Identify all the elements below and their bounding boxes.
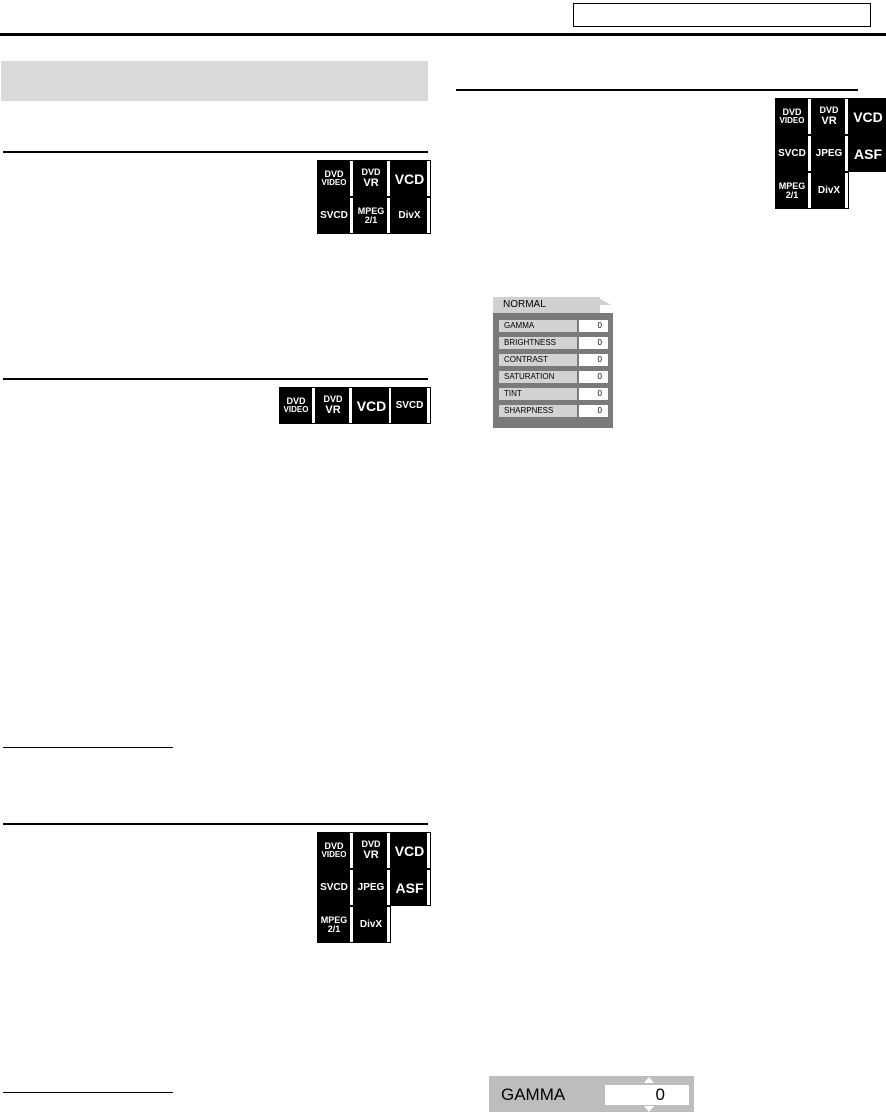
note-rule-1 <box>3 747 173 748</box>
menu-row-label: SHARPNESS <box>499 405 577 417</box>
note-rule-2 <box>3 1092 173 1093</box>
svcd-badge: SVCD <box>317 869 354 906</box>
menu-row-label: BRIGHTNESS <box>499 337 577 349</box>
menu-row-gamma[interactable]: GAMMA 0 <box>499 320 608 332</box>
svcd-badge: SVCD <box>391 387 431 424</box>
gamma-adjust-bar[interactable]: GAMMA 0 <box>489 1076 694 1112</box>
jpeg-badge: JPEG <box>812 135 849 172</box>
menu-row-value: 0 <box>579 371 608 383</box>
section-banner <box>1 61 428 101</box>
menu-row-value: 0 <box>579 405 608 417</box>
divx-badge: DivX <box>354 906 391 943</box>
menu-row-tint[interactable]: TINT 0 <box>499 388 608 400</box>
divx-badge: DivX <box>391 197 431 234</box>
arrow-up-icon[interactable] <box>644 1077 654 1083</box>
header-box <box>573 3 871 27</box>
vcd-badge: VCD <box>391 160 431 197</box>
asf-badge: ASF <box>849 135 886 172</box>
asf-badge: ASF <box>391 869 431 906</box>
vcd-badge: VCD <box>353 387 393 424</box>
menu-row-label: TINT <box>499 388 577 400</box>
gamma-label: GAMMA <box>501 1085 566 1104</box>
divx-badge: DivX <box>812 172 849 209</box>
menu-tab-normal[interactable]: NORMAL <box>493 297 600 313</box>
vcd-badge: VCD <box>391 832 431 869</box>
section-rule-3 <box>3 823 428 825</box>
section-rule-2 <box>3 378 428 380</box>
menu-row-label: GAMMA <box>499 320 577 332</box>
svcd-badge: SVCD <box>317 197 354 234</box>
arrow-down-icon[interactable] <box>644 1106 654 1112</box>
menu-row-value: 0 <box>579 320 608 332</box>
menu-row-contrast[interactable]: CONTRAST 0 <box>499 354 608 366</box>
menu-body: GAMMA 0 BRIGHTNESS 0 CONTRAST 0 SATURATI… <box>493 313 613 428</box>
menu-row-label: SATURATION <box>499 371 577 383</box>
svcd-badge: SVCD <box>775 135 812 172</box>
gamma-value: 0 <box>605 1085 689 1105</box>
menu-row-value: 0 <box>579 354 608 366</box>
header-rule <box>0 33 886 36</box>
section-rule-right <box>456 89 858 91</box>
menu-tab-fold <box>597 297 611 305</box>
section-rule-1 <box>3 151 428 153</box>
menu-row-value: 0 <box>579 388 608 400</box>
menu-row-saturation[interactable]: SATURATION 0 <box>499 371 608 383</box>
vcd-badge: VCD <box>849 98 886 135</box>
picture-adjust-menu: NORMAL GAMMA 0 BRIGHTNESS 0 CONTRAST 0 S… <box>493 297 613 428</box>
jpeg-badge: JPEG <box>354 869 391 906</box>
menu-row-brightness[interactable]: BRIGHTNESS 0 <box>499 337 608 349</box>
menu-row-label: CONTRAST <box>499 354 577 366</box>
menu-row-value: 0 <box>579 337 608 349</box>
menu-row-sharpness[interactable]: SHARPNESS 0 <box>499 405 608 417</box>
